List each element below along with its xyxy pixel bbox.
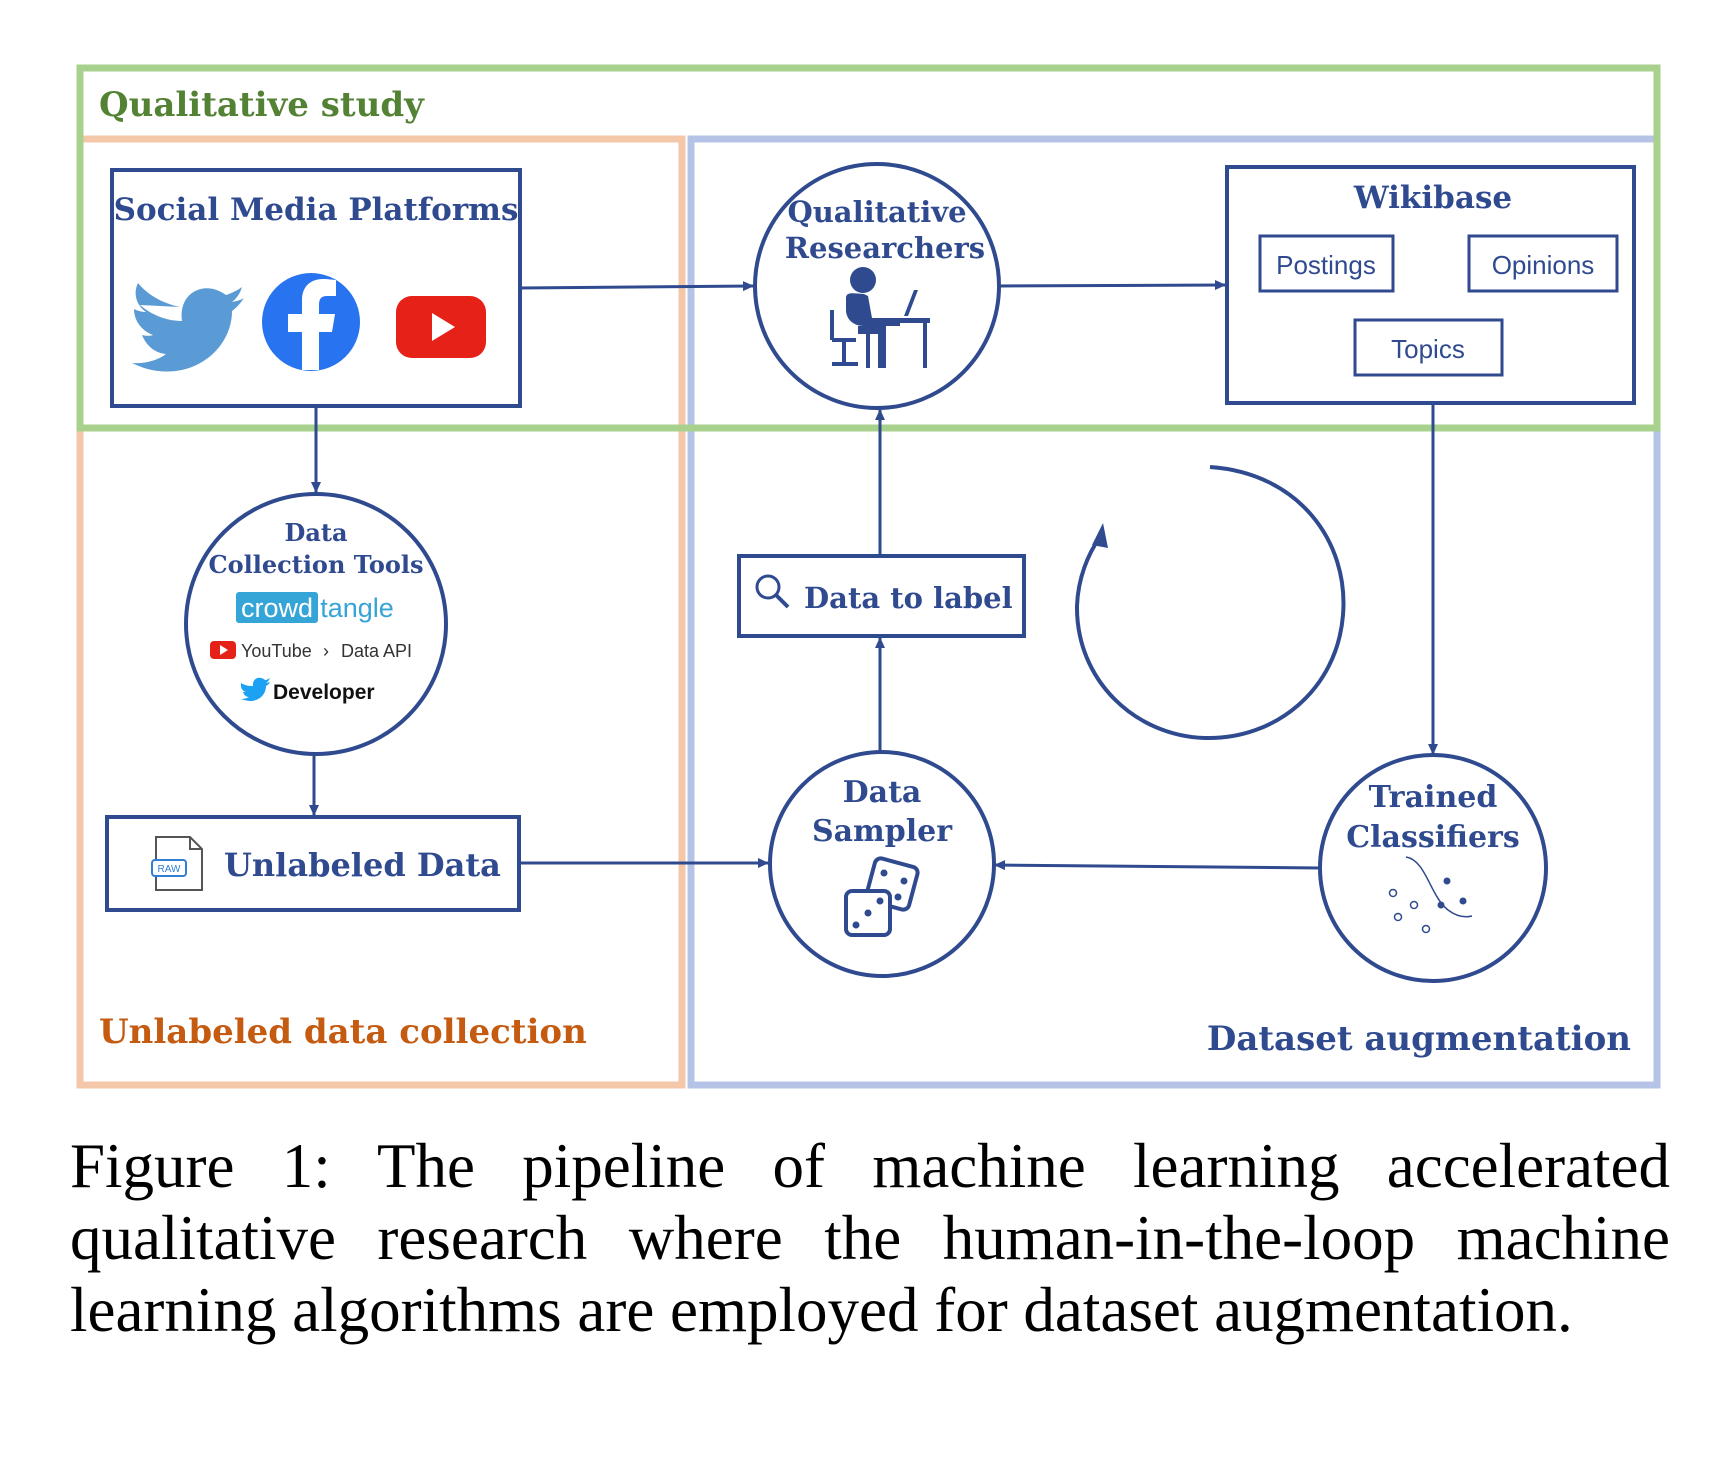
- facebook-icon: [262, 273, 360, 371]
- svg-text:tangle: tangle: [320, 593, 394, 623]
- wikibase-box: Wikibase Postings Opinions Topics: [1225, 165, 1636, 405]
- arrows: [309, 280, 1438, 871]
- crowdtangle-logo: crowd tangle: [236, 592, 394, 623]
- postings-tag: [1258, 234, 1395, 293]
- data-to-label-box: Data to label: [737, 554, 1026, 638]
- researchers-line1: Qualitative: [787, 195, 966, 229]
- tools-line2: Collection Tools: [209, 550, 424, 579]
- researchers-line2: Researchers: [785, 231, 985, 265]
- topics-tag: [1353, 318, 1504, 377]
- opinions-label: Opinions: [1492, 250, 1595, 280]
- sampler-line2: Sampler: [812, 814, 953, 849]
- svg-text:crowd: crowd: [241, 593, 313, 623]
- twitter-icon: [132, 283, 244, 372]
- classifiers-line1: Trained: [1369, 780, 1498, 815]
- developer-label: Developer: [273, 681, 375, 704]
- trained-classifiers-node: Trained Classifiers: [1318, 753, 1548, 983]
- data-to-label-label: Data to label: [804, 581, 1013, 615]
- arrow-platforms-to-researchers: [519, 281, 754, 292]
- social-media-title: Social Media Platforms: [114, 192, 519, 228]
- unlabeled-collection-label: Unlabeled data collection: [99, 1012, 587, 1052]
- qualitative-study-region: [76, 64, 1661, 432]
- data-api-label: Data API: [341, 641, 412, 661]
- dataset-augmentation-label: Dataset augmentation: [1207, 1019, 1631, 1059]
- topics-label: Topics: [1391, 334, 1465, 364]
- arrow-researchers-to-wikibase: [998, 280, 1226, 291]
- unlabeled-data-label: Unlabeled Data: [224, 846, 501, 884]
- data-collection-tools-node: Data Collection Tools crowd tangle YouTu…: [184, 492, 448, 756]
- twitter-small-icon: [241, 677, 270, 701]
- sampler-line1: Data: [843, 775, 922, 810]
- data-sampler-node: Data Sampler: [768, 750, 996, 978]
- svg-text:RAW: RAW: [158, 864, 182, 875]
- social-media-platforms-box: Social Media Platforms: [110, 168, 522, 408]
- raw-file-icon: RAW: [151, 836, 203, 891]
- dice-icon: [844, 856, 920, 937]
- tools-line1: Data: [285, 518, 348, 547]
- youtube-label: YouTube: [241, 641, 312, 661]
- classifier-plot-icon: [1388, 856, 1473, 934]
- arrow-classifiers-to-sampler: [994, 860, 1321, 871]
- classifiers-line2: Classifiers: [1346, 820, 1519, 855]
- dataset-augmentation-region: [687, 135, 1661, 1089]
- wikibase-title: Wikibase: [1353, 180, 1512, 216]
- qualitative-study-label: Qualitative study: [99, 85, 425, 125]
- unlabeled-collection-region: [76, 135, 686, 1089]
- qualitative-researchers-node: Qualitative Researchers: [753, 162, 1001, 410]
- opinions-tag: [1467, 234, 1619, 293]
- cycle-arrow-icon: [1074, 465, 1346, 741]
- unlabeled-data-box: RAW Unlabeled Data: [105, 815, 521, 912]
- chevron-icon: ›: [323, 641, 329, 661]
- researcher-icon: [830, 267, 930, 368]
- postings-label: Postings: [1276, 250, 1376, 280]
- youtube-icon: [396, 296, 486, 358]
- search-icon: [755, 574, 790, 609]
- figure-caption: Figure 1: The pipeline of machine learni…: [70, 1131, 1670, 1345]
